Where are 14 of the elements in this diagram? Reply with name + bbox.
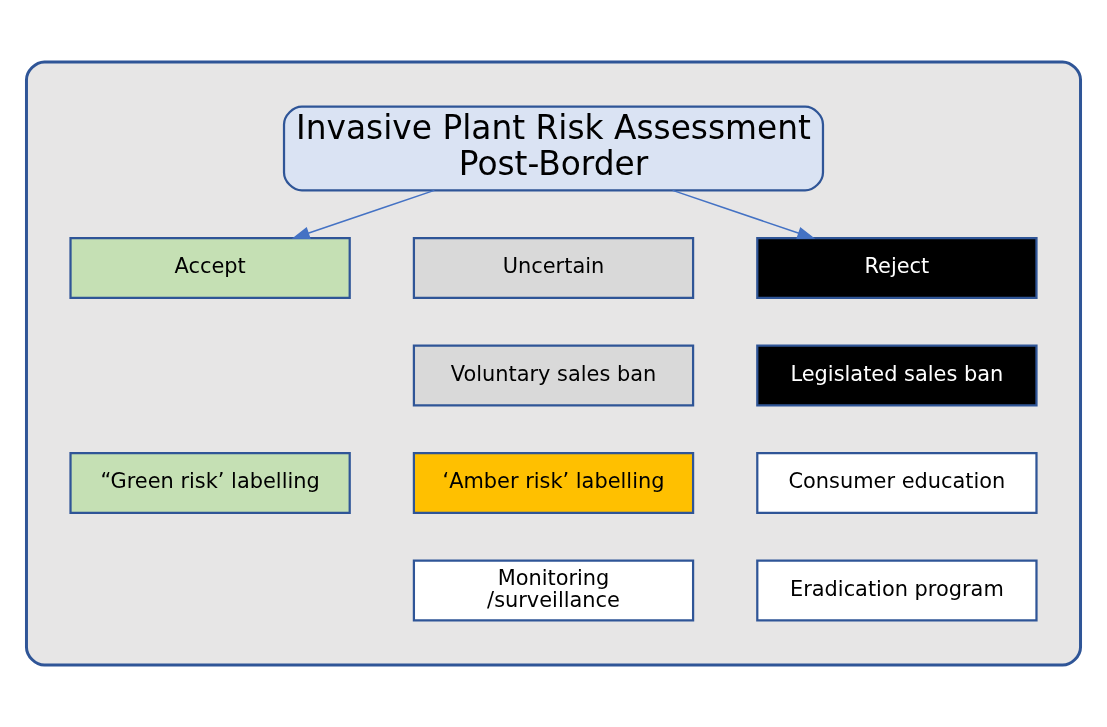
arrow xyxy=(291,189,436,239)
node-box: Reject xyxy=(756,236,1038,299)
arrow xyxy=(671,189,816,239)
node-box: Accept xyxy=(69,236,351,299)
cluster xyxy=(24,60,1083,667)
node-box: Eradication program xyxy=(756,559,1038,622)
node-box: Uncertain xyxy=(412,236,695,299)
node-box: Monitoring /surveillance xyxy=(412,559,695,622)
node-box: Voluntary sales ban xyxy=(412,344,695,407)
node-box: ‘Amber risk’ labelling xyxy=(412,451,695,514)
node-box: Consumer education xyxy=(756,451,1038,514)
node-box: “Green risk’ labelling xyxy=(69,451,351,514)
node-box: Invasive Plant Risk Assessment Post-Border xyxy=(282,105,825,192)
node-box: Legislated sales ban xyxy=(756,344,1038,407)
